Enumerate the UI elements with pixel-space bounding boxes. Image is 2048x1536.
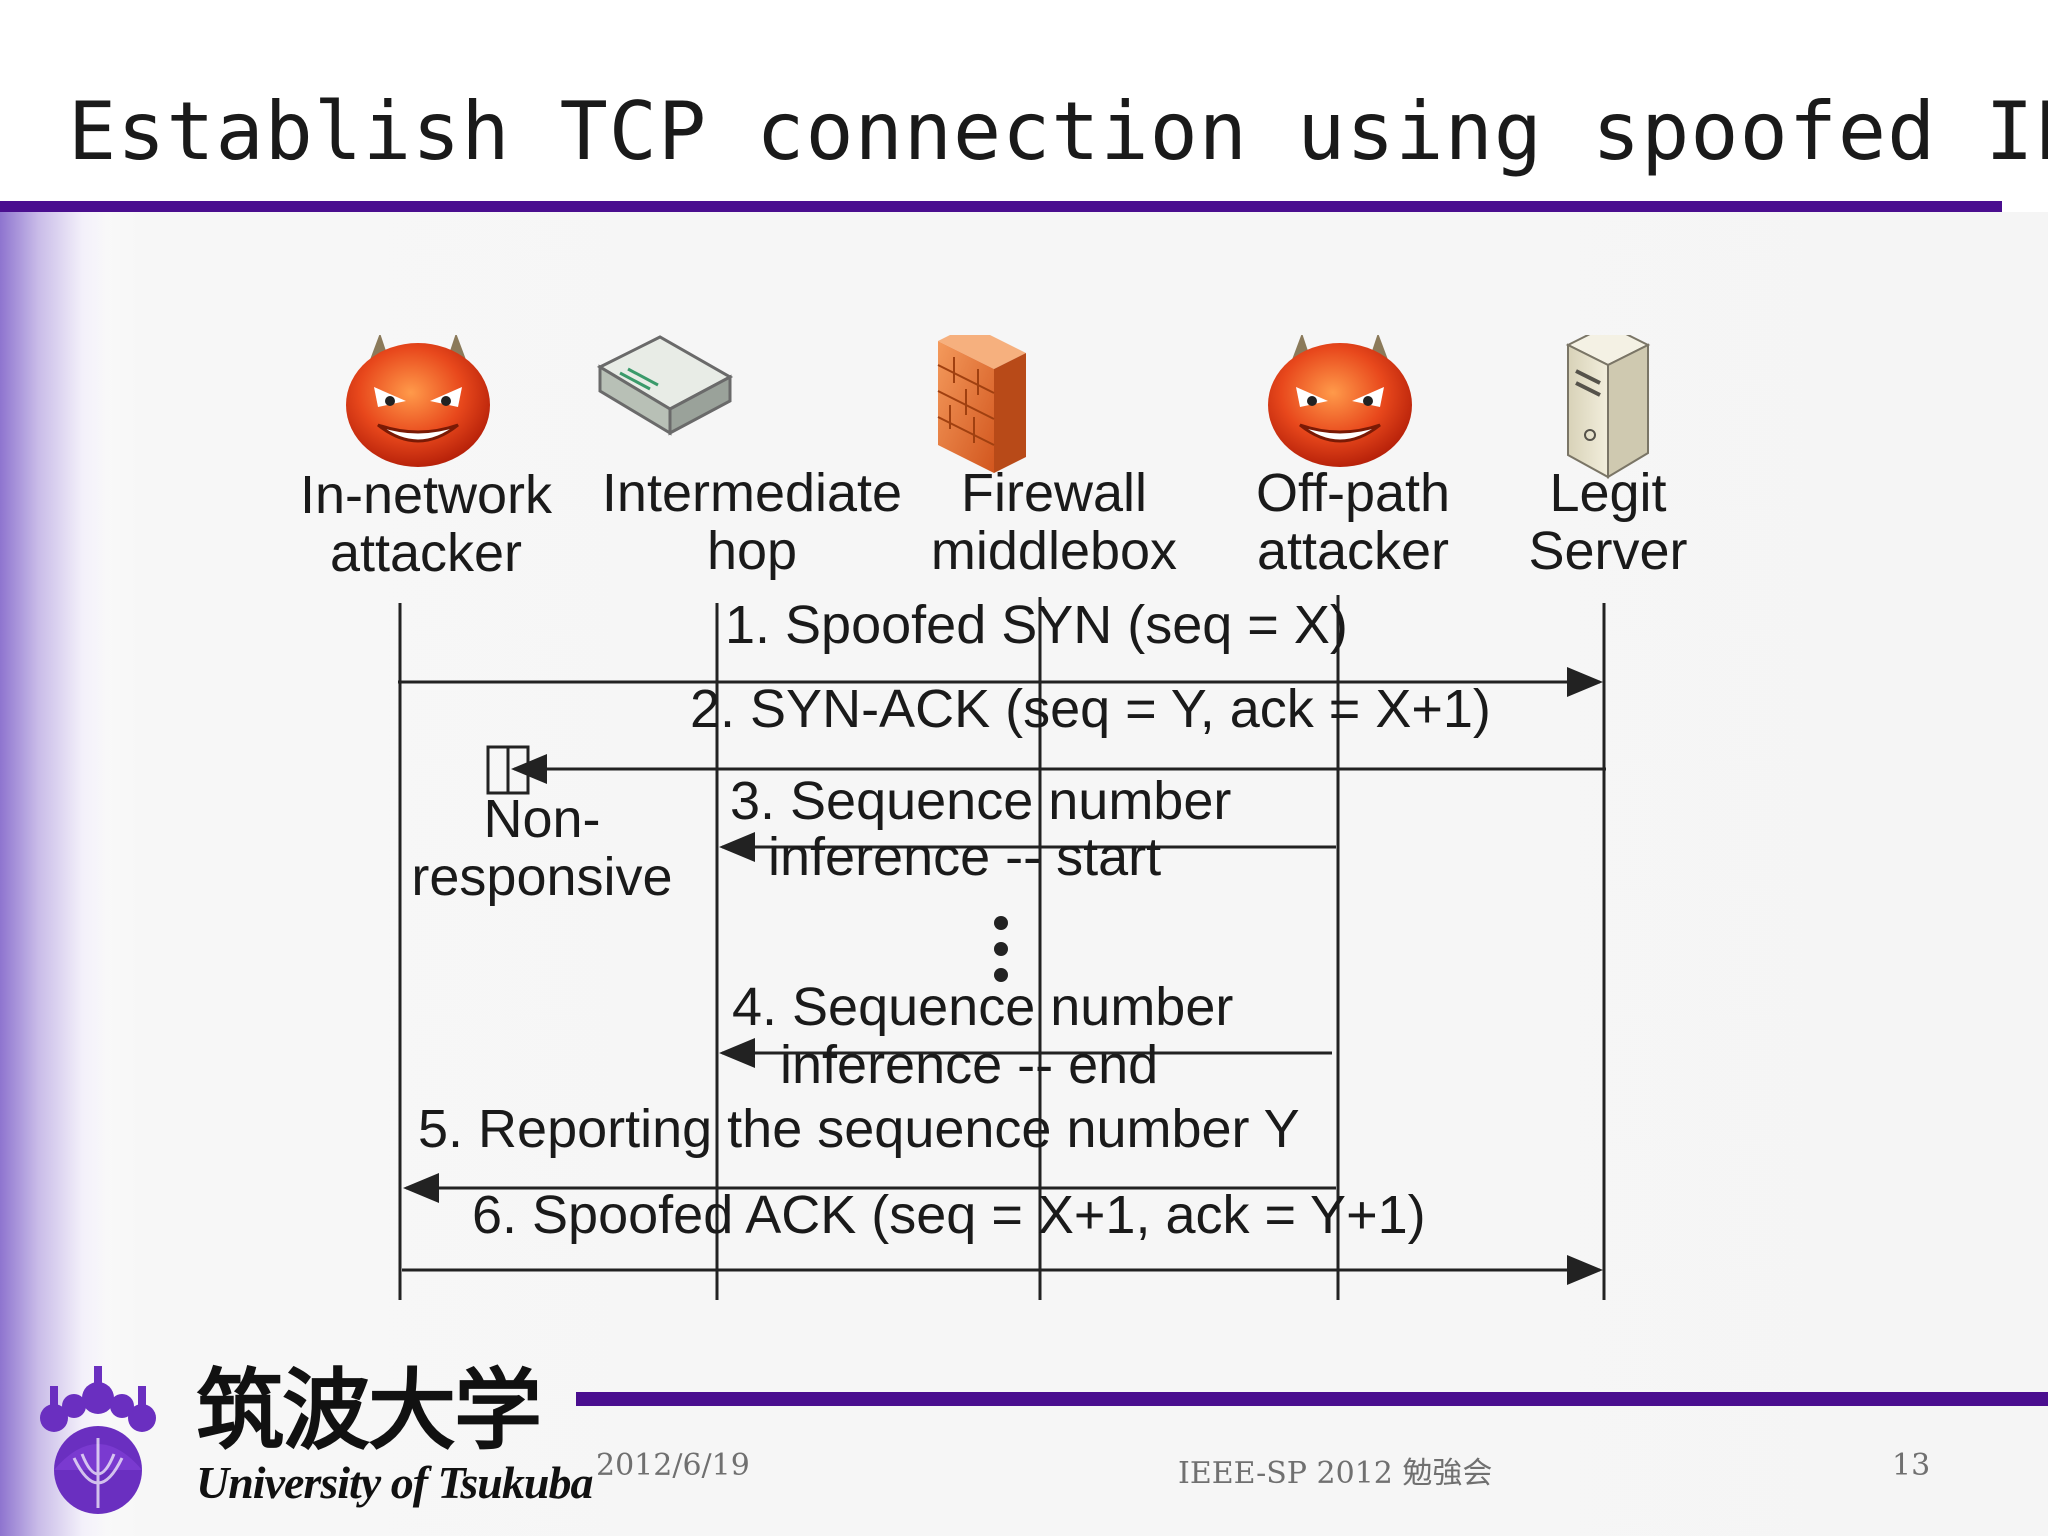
university-emblem-icon bbox=[40, 1366, 156, 1514]
non-responsive-label-2: responsive bbox=[411, 847, 672, 907]
university-name-english: University of Tsukuba bbox=[196, 1457, 593, 1508]
footer-date: 2012/6/19 bbox=[596, 1448, 750, 1483]
devil-face-icon bbox=[1268, 333, 1412, 467]
lifelines bbox=[398, 595, 1606, 1300]
sequence-diagram: In-network attacker Intermediate hop Fir… bbox=[270, 323, 1710, 1315]
entity-label-legit: Legit bbox=[1549, 463, 1666, 523]
devil-face-icon bbox=[346, 333, 490, 467]
router-icon bbox=[596, 335, 734, 436]
slide-title: Establish TCP connection using spoofed I… bbox=[68, 85, 2048, 178]
entity-label-intermediate: Intermediate bbox=[602, 463, 902, 523]
entity-label-firewall: Firewall bbox=[961, 463, 1147, 523]
entity-label-intermediate-2: hop bbox=[707, 521, 797, 581]
footer-event: IEEE-SP 2012 勉強会 bbox=[1178, 1456, 1493, 1491]
firewall-icon bbox=[937, 325, 1026, 473]
message-label-6: 6. Spoofed ACK (seq = X+1, ack = Y+1) bbox=[472, 1185, 1426, 1245]
university-name-kanji: 筑波大学 bbox=[196, 1358, 542, 1462]
entity-label-off-path: Off-path bbox=[1256, 463, 1450, 523]
slide-number: 13 bbox=[1892, 1448, 1931, 1483]
message-label-3-line2: inference -- start bbox=[768, 827, 1161, 887]
left-gradient-band bbox=[0, 212, 110, 1536]
non-responsive-label: Non- bbox=[483, 789, 600, 849]
message-label-5: 5. Reporting the sequence number Y bbox=[418, 1099, 1300, 1159]
message-label-4-line2: inference -- end bbox=[780, 1035, 1158, 1095]
server-icon bbox=[1565, 323, 1651, 479]
entity-label-in-network-2: attacker bbox=[330, 523, 522, 583]
ellipsis-dots bbox=[994, 916, 1008, 982]
entity-label-in-network: In-network bbox=[300, 465, 553, 525]
message-label-1: 1. Spoofed SYN (seq = X) bbox=[725, 595, 1348, 655]
entity-label-legit-2: Server bbox=[1528, 521, 1687, 581]
entity-label-off-path-2: attacker bbox=[1257, 521, 1449, 581]
message-label-4: 4. Sequence number bbox=[732, 977, 1233, 1037]
entity-label-firewall-2: middlebox bbox=[931, 521, 1177, 581]
message-label-3: 3. Sequence number bbox=[730, 771, 1231, 831]
footer-divider bbox=[576, 1392, 2048, 1406]
title-divider bbox=[0, 201, 2002, 212]
message-label-2: 2. SYN-ACK (seq = Y, ack = X+1) bbox=[690, 679, 1491, 739]
